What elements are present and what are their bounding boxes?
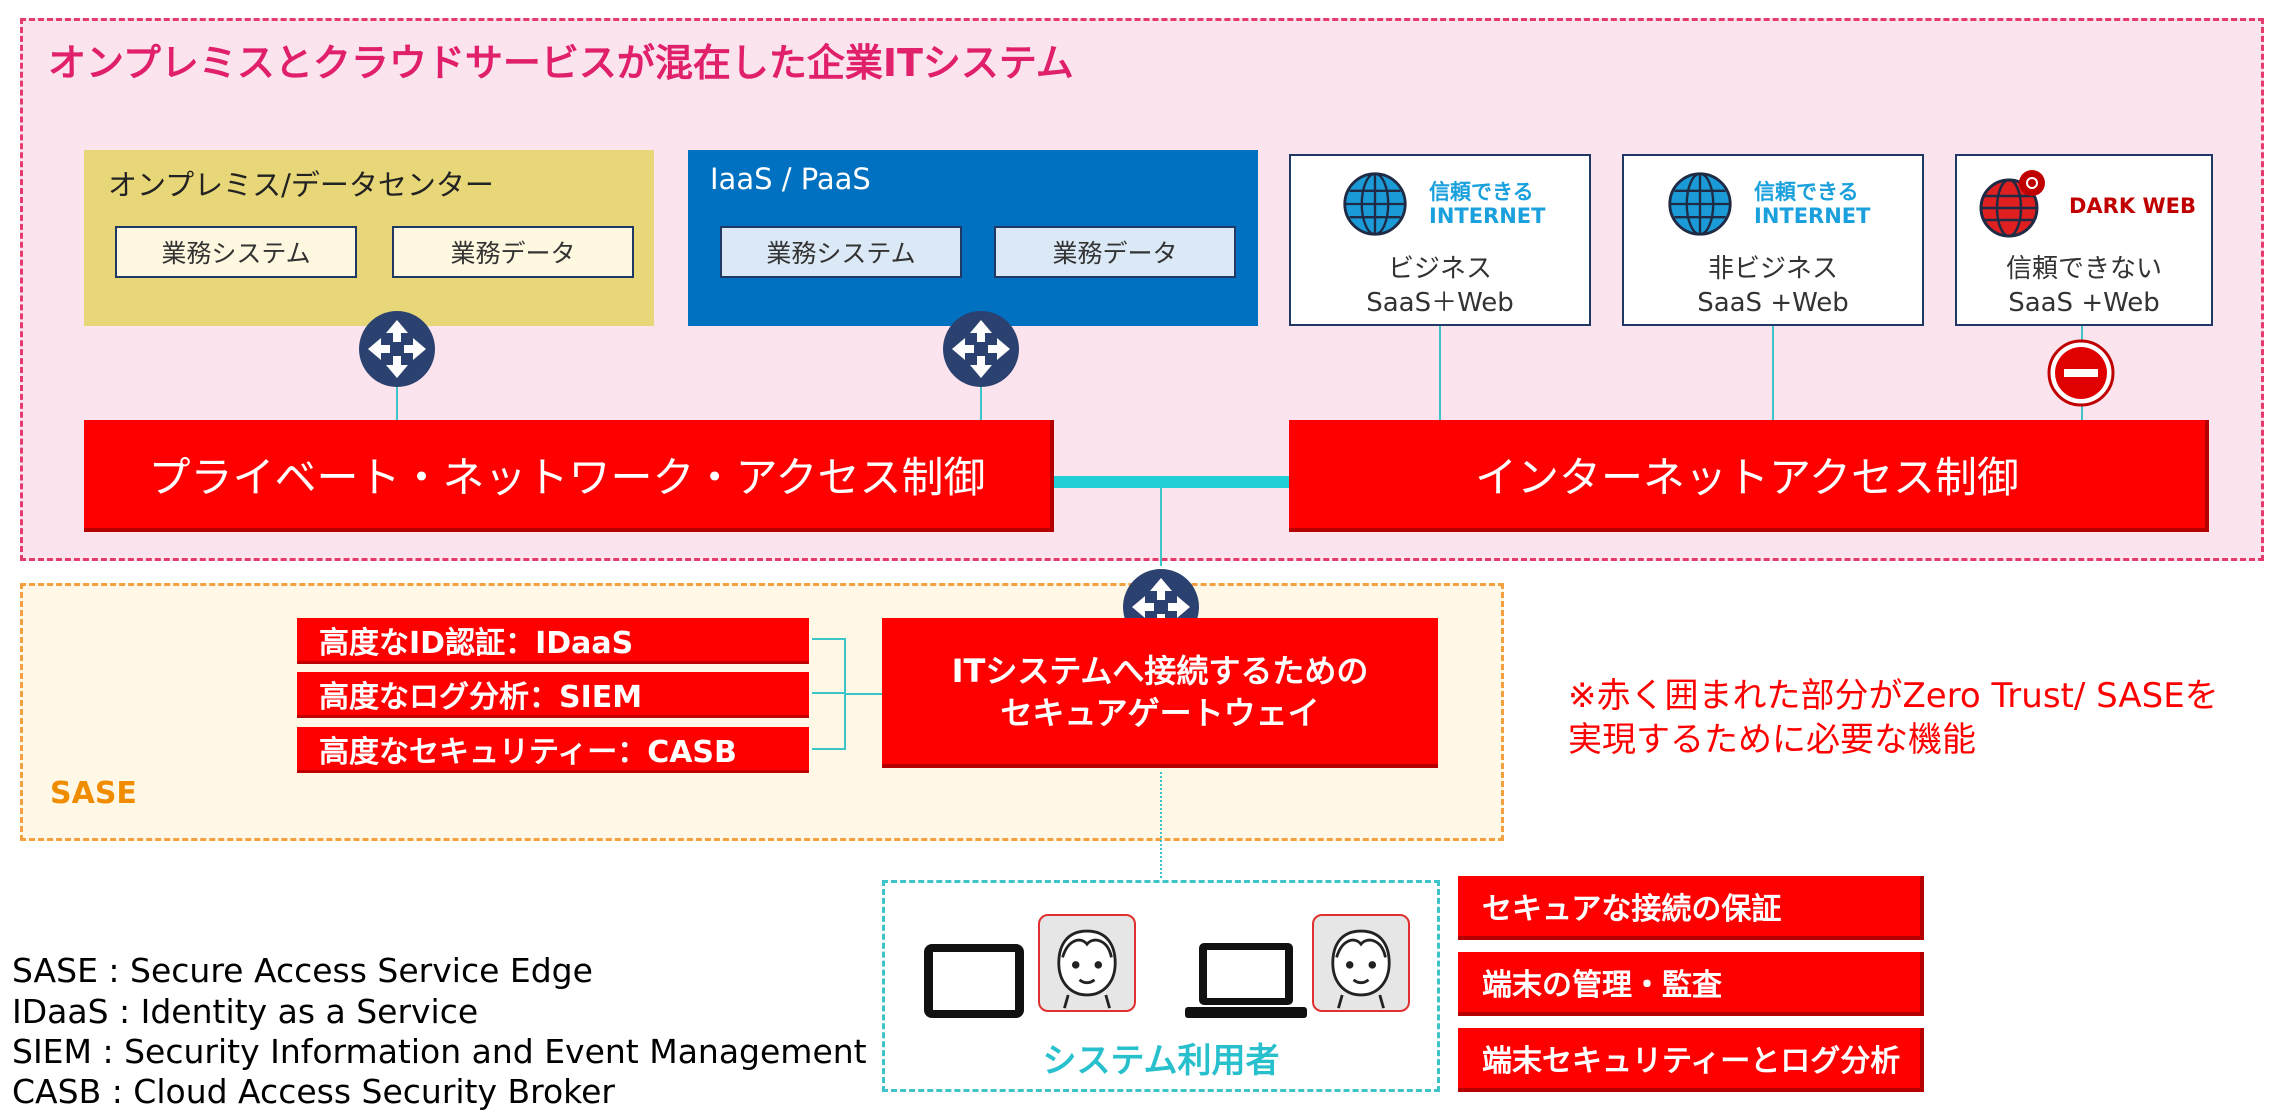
trusted-badge-line1: 信頼できる <box>1429 180 1534 204</box>
glossary-sase: SASE : Secure Access Service Edge <box>12 951 593 990</box>
trusted-badge-line2: INTERNET <box>1429 204 1546 228</box>
connector-line <box>1439 326 1441 422</box>
user-face-icon <box>1314 916 1408 1010</box>
trusted-badge-line2: INTERNET <box>1754 204 1871 228</box>
sase-label: SASE <box>50 776 137 811</box>
saas-untrusted-line2: SaaS +Web <box>2008 288 2160 318</box>
iaas-data: 業務データ <box>994 226 1236 278</box>
onprem-datacenter-box: オンプレミス/データセンター 業務システム 業務データ <box>84 150 654 326</box>
trusted-badge-line1: 信頼できる <box>1754 180 1859 204</box>
iaas-label: IaaS / PaaS <box>710 162 871 196</box>
connector-line <box>812 748 846 750</box>
feature-device-management: 端末の管理・監査 <box>1458 952 1924 1016</box>
saas-box-nonbusiness: 信頼できる INTERNET 非ビジネス SaaS +Web <box>1622 154 1924 326</box>
connector-line-dotted <box>1160 772 1162 878</box>
globe-icon <box>1666 170 1734 238</box>
feature-casb: 高度なセキュリティー：CASB <box>297 727 809 773</box>
laptop-icon <box>1185 943 1307 1018</box>
user-face-icon <box>1040 916 1134 1010</box>
gateway-line2: セキュアゲートウェイ <box>1000 694 1320 732</box>
avatar <box>1312 914 1410 1012</box>
router-icon <box>357 309 437 389</box>
avatar <box>1038 914 1136 1012</box>
dark-web-globe-icon <box>1979 170 2045 238</box>
dark-web-badge: DARK WEB <box>2069 194 2196 218</box>
glossary-siem: SIEM : Security Information and Event Ma… <box>12 1032 867 1071</box>
gateway-line1: ITシステムへ接続するための <box>951 652 1369 690</box>
note-line1: ※赤く囲まれた部分がZero Trust/ SASEを <box>1568 676 2219 716</box>
connector-line <box>812 692 846 694</box>
onprem-label: オンプレミス/データセンター <box>108 168 494 202</box>
access-control-link <box>1052 476 1292 488</box>
connector-line <box>1772 326 1774 422</box>
onprem-system: 業務システム <box>115 226 357 278</box>
connector-line <box>812 638 846 640</box>
onprem-data: 業務データ <box>392 226 634 278</box>
tablet-icon <box>924 944 1024 1018</box>
internet-access-control: インターネットアクセス制御 <box>1289 420 2209 532</box>
router-icon <box>941 309 1021 389</box>
block-icon <box>2047 339 2115 407</box>
saas-box-untrusted: DARK WEB 信頼できない SaaS +Web <box>1955 154 2213 326</box>
saas-untrusted-line1: 信頼できない <box>2005 254 2162 284</box>
system-users-box: システム利用者 <box>882 880 1440 1092</box>
feature-idaas: 高度なID認証：IDaaS <box>297 618 809 664</box>
note-line2: 実現するために必要な機能 <box>1568 720 1976 760</box>
globe-icon <box>1341 170 1409 238</box>
saas-nonbusiness-line2: SaaS +Web <box>1697 288 1849 318</box>
saas-business-line1: ビジネス <box>1387 254 1492 284</box>
connector-line <box>844 693 882 695</box>
feature-secure-connection: セキュアな接続の保証 <box>1458 876 1924 940</box>
diagram-title: オンプレミスとクラウドサービスが混在した企業ITシステム <box>48 41 1074 85</box>
secure-gateway: ITシステムへ接続するための セキュアゲートウェイ <box>882 618 1438 768</box>
glossary-idaas: IDaaS : Identity as a Service <box>12 992 479 1031</box>
glossary-casb: CASB : Cloud Access Security Broker <box>12 1072 615 1111</box>
iaas-paas-box: IaaS / PaaS 業務システム 業務データ <box>688 150 1258 326</box>
feature-siem: 高度なログ分析：SIEM <box>297 672 809 718</box>
feature-device-security: 端末セキュリティーとログ分析 <box>1458 1028 1924 1092</box>
private-network-access-control: プライベート・ネットワーク・アクセス制御 <box>84 420 1054 532</box>
iaas-system: 業務システム <box>720 226 962 278</box>
saas-nonbusiness-line1: 非ビジネス <box>1707 254 1838 284</box>
saas-business-line2: SaaS＋Web <box>1366 288 1514 318</box>
connector-line <box>1160 488 1162 566</box>
saas-box-business: 信頼できる INTERNET ビジネス SaaS＋Web <box>1289 154 1591 326</box>
system-users-label: システム利用者 <box>1042 1041 1280 1081</box>
